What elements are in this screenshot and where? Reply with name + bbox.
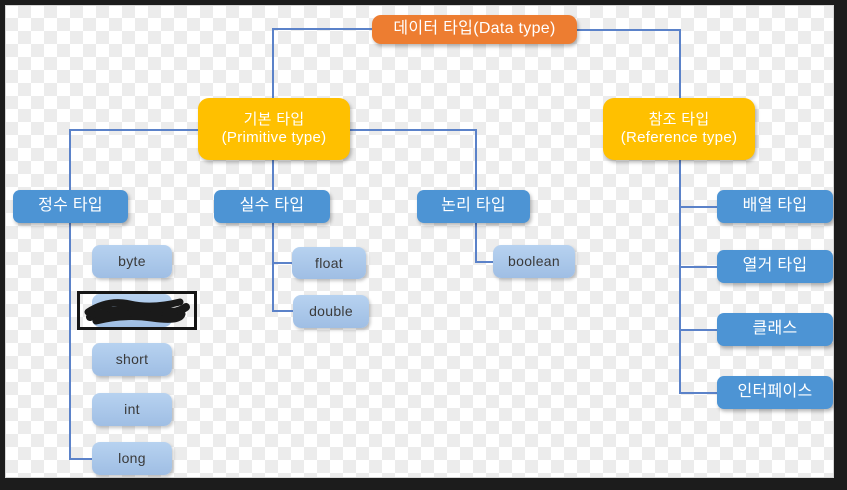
connector [679, 392, 718, 394]
node-boolean: boolean [493, 245, 575, 278]
connector [475, 261, 494, 263]
node-reference-type-label-ko: 참조 타입 [648, 111, 710, 129]
connector [272, 28, 274, 99]
connector [350, 129, 476, 131]
node-primitive-type-label-en: (Primitive type) [221, 129, 327, 146]
connector [679, 266, 718, 268]
node-reference-type-label-en: (Reference type) [620, 129, 738, 146]
connector [69, 458, 93, 460]
node-short-label: short [115, 351, 149, 368]
node-real-type-label: 실수 타입 [239, 197, 305, 215]
node-enum-type-label: 열거 타입 [742, 257, 808, 275]
node-double-label: double [309, 303, 353, 320]
node-reference-type: 참조 타입 (Reference type) [603, 98, 755, 160]
node-data-type: 데이터 타입(Data type) [372, 15, 577, 44]
connector [69, 129, 71, 459]
node-class-label: 클래스 [752, 320, 798, 338]
node-array-type: 배열 타입 [717, 190, 833, 223]
connector-layer [5, 5, 834, 478]
node-real-type: 실수 타입 [214, 190, 330, 223]
node-primitive-type: 기본 타입 (Primitive type) [198, 98, 350, 160]
node-interface-label: 인터페이스 [737, 383, 813, 401]
node-long: long [92, 442, 172, 475]
node-data-type-label: 데이터 타입(Data type) [393, 20, 556, 38]
connector [69, 129, 199, 131]
node-primitive-type-label-ko: 기본 타입 [243, 111, 305, 129]
node-logic-type-label: 논리 타입 [441, 197, 506, 215]
node-array-type-label: 배열 타입 [742, 197, 808, 215]
node-float-label: float [315, 254, 343, 271]
connector [577, 29, 680, 31]
node-interface: 인터페이스 [717, 376, 833, 409]
node-double: double [293, 295, 369, 328]
scribble-icon [84, 298, 190, 325]
connector [272, 262, 293, 264]
node-byte-label: byte [118, 253, 146, 270]
node-class: 클래스 [717, 313, 833, 346]
node-long-label: long [118, 450, 146, 467]
node-int-label: int [124, 401, 140, 418]
node-integer-type: 정수 타입 [13, 190, 128, 223]
diagram-canvas: 데이터 타입(Data type) 기본 타입 (Primitive type)… [5, 5, 834, 478]
connector [272, 310, 294, 312]
node-float: float [292, 247, 366, 279]
redaction-rectangle [77, 291, 197, 330]
connector [679, 29, 681, 99]
node-integer-type-label: 정수 타입 [38, 197, 103, 215]
connector [679, 160, 681, 394]
node-byte: byte [92, 245, 172, 278]
node-short: short [92, 343, 172, 376]
connector [272, 160, 274, 312]
node-layer: 데이터 타입(Data type) 기본 타입 (Primitive type)… [5, 5, 834, 478]
node-logic-type: 논리 타입 [417, 190, 530, 223]
connector [679, 206, 718, 208]
connector [273, 28, 377, 30]
node-enum-type: 열거 타입 [717, 250, 833, 283]
connector [679, 329, 718, 331]
node-int: int [92, 393, 172, 426]
node-boolean-label: boolean [508, 253, 560, 270]
